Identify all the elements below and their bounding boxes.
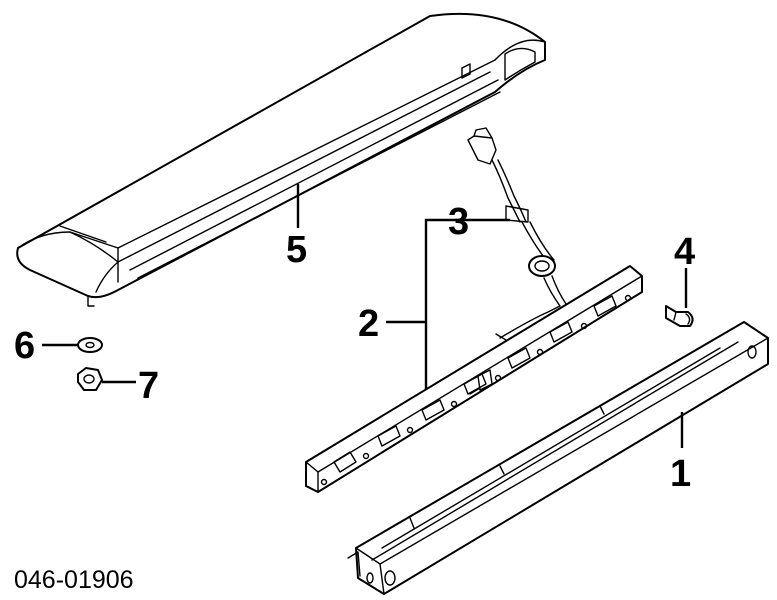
callout-4: 4 <box>674 231 695 273</box>
callout-1: 1 <box>670 453 691 495</box>
callout-2: 2 <box>358 303 379 345</box>
bracket-lamp-slots <box>333 295 617 473</box>
part-7-nut-icon <box>77 367 103 391</box>
callout-6: 6 <box>14 325 35 367</box>
callout-7: 7 <box>138 365 159 407</box>
callout-labels: 1 2 3 4 5 6 7 <box>14 201 695 495</box>
diagram-code: 046-01906 <box>14 566 134 594</box>
leader-2-3 <box>386 218 472 390</box>
callout-5: 5 <box>286 229 307 271</box>
part-3-wiring-harness <box>467 127 567 395</box>
leader-lines <box>42 184 688 448</box>
part-6-washer-icon <box>77 337 103 353</box>
part-4-bulb-icon <box>665 305 694 327</box>
part-1-lens-cover <box>347 321 769 595</box>
callout-3: 3 <box>448 201 469 243</box>
bracket-holes <box>320 294 632 486</box>
part-5-spoiler-housing <box>16 12 546 307</box>
part-2-lamp-bracket <box>305 265 643 493</box>
